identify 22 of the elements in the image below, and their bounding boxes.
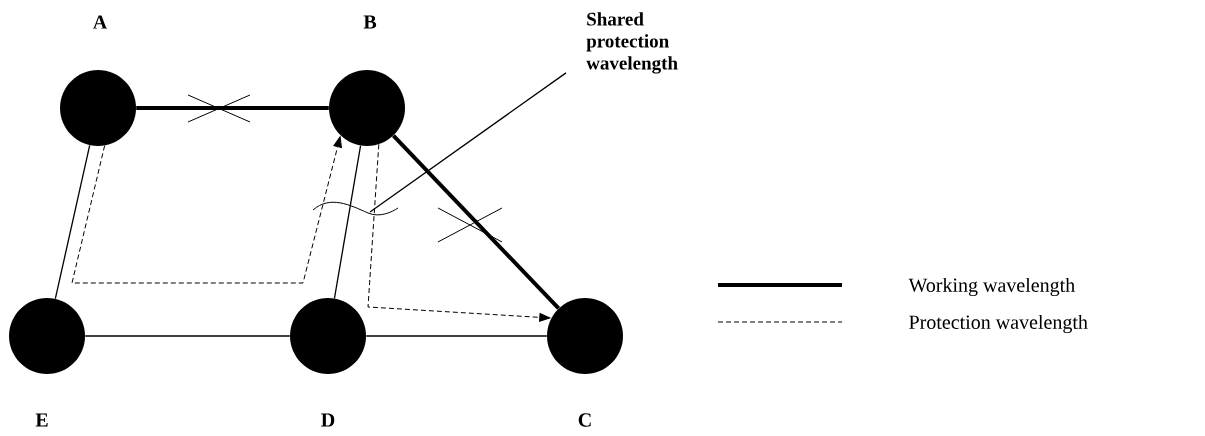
connector-arrow (367, 143, 551, 322)
link-line (54, 144, 91, 300)
network-node (547, 298, 623, 374)
node-label: C (578, 413, 591, 427)
link-line (391, 134, 561, 310)
link-line (84, 335, 291, 337)
network-node (329, 70, 405, 146)
node-label: D (321, 413, 335, 427)
link-line (365, 335, 548, 337)
legend-text: Working wavelength (908, 277, 1075, 297)
node-label: A (93, 15, 108, 29)
connector-arrow (71, 136, 342, 284)
leader-line (369, 72, 567, 213)
link-line (333, 145, 362, 299)
legend-text: Protection wavelength (909, 314, 1088, 334)
network-node (60, 70, 136, 146)
callout-text: Shared protection wavelength (586, 12, 678, 74)
node-label: B (363, 15, 377, 29)
network-node (290, 298, 366, 374)
link-line (136, 106, 329, 110)
network-node (9, 298, 85, 374)
node-label: E (35, 413, 48, 427)
